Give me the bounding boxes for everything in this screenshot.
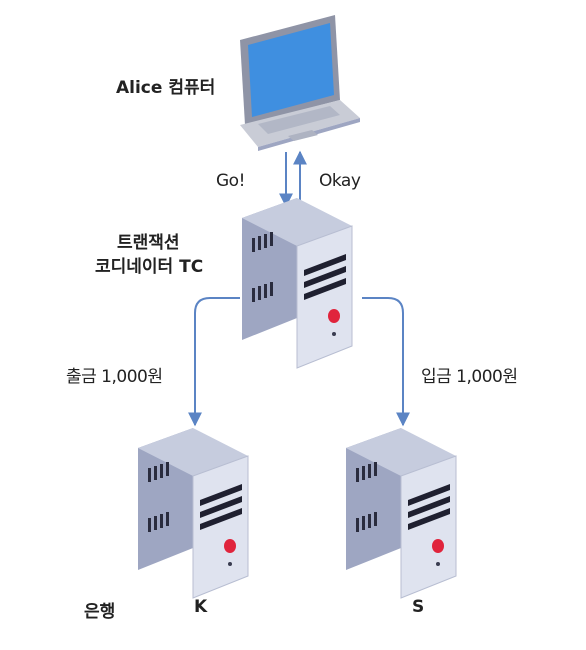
bank-s-label: S [412,597,425,617]
coordinator-server-icon [241,197,353,369]
bank-k-server-icon [137,427,249,599]
coordinator-label-line2: 코디네이터 TC [95,257,204,277]
bank-label: 은행 [84,602,116,622]
bank-k-label: K [194,597,208,617]
withdraw-arrow [188,297,240,427]
okay-label: Okay [319,171,361,191]
client-label: Alice 컴퓨터 [116,78,216,98]
deposit-label: 입금 1,000원 [421,367,518,387]
withdraw-label: 출금 1,000원 [66,367,163,387]
bank-s-server-icon [345,427,457,599]
deposit-arrow [362,297,410,427]
go-label: Go! [216,171,245,191]
laptop-icon [240,15,360,151]
coordinator-label-line1: 트랜잭션 [117,233,180,253]
